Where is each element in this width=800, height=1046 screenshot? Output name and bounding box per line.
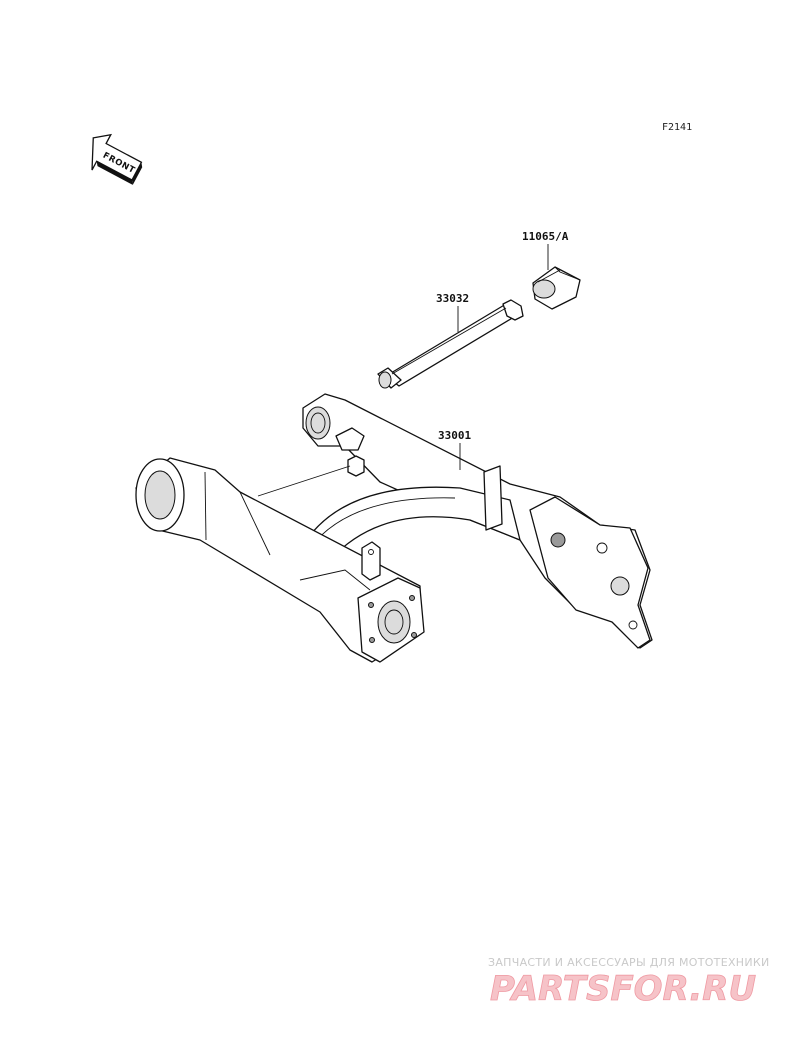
callout-11065-a: 11065/A — [522, 230, 569, 243]
callout-33001: 33001 — [438, 429, 471, 442]
watermark-brand: PARTSFOR.RU — [490, 969, 756, 1009]
watermark-subtitle: ЗАПЧАСТИ И АКСЕССУАРЫ ДЛЯ МОТОТЕХНИКИ — [488, 956, 770, 969]
pivot-shaft-part — [377, 299, 524, 389]
figure-id: F2141 — [662, 122, 692, 133]
callout-33032: 33032 — [436, 292, 469, 305]
front-arrow-icon: FRONT — [91, 133, 143, 185]
collar-part — [532, 266, 581, 310]
swingarm-part — [135, 393, 653, 663]
